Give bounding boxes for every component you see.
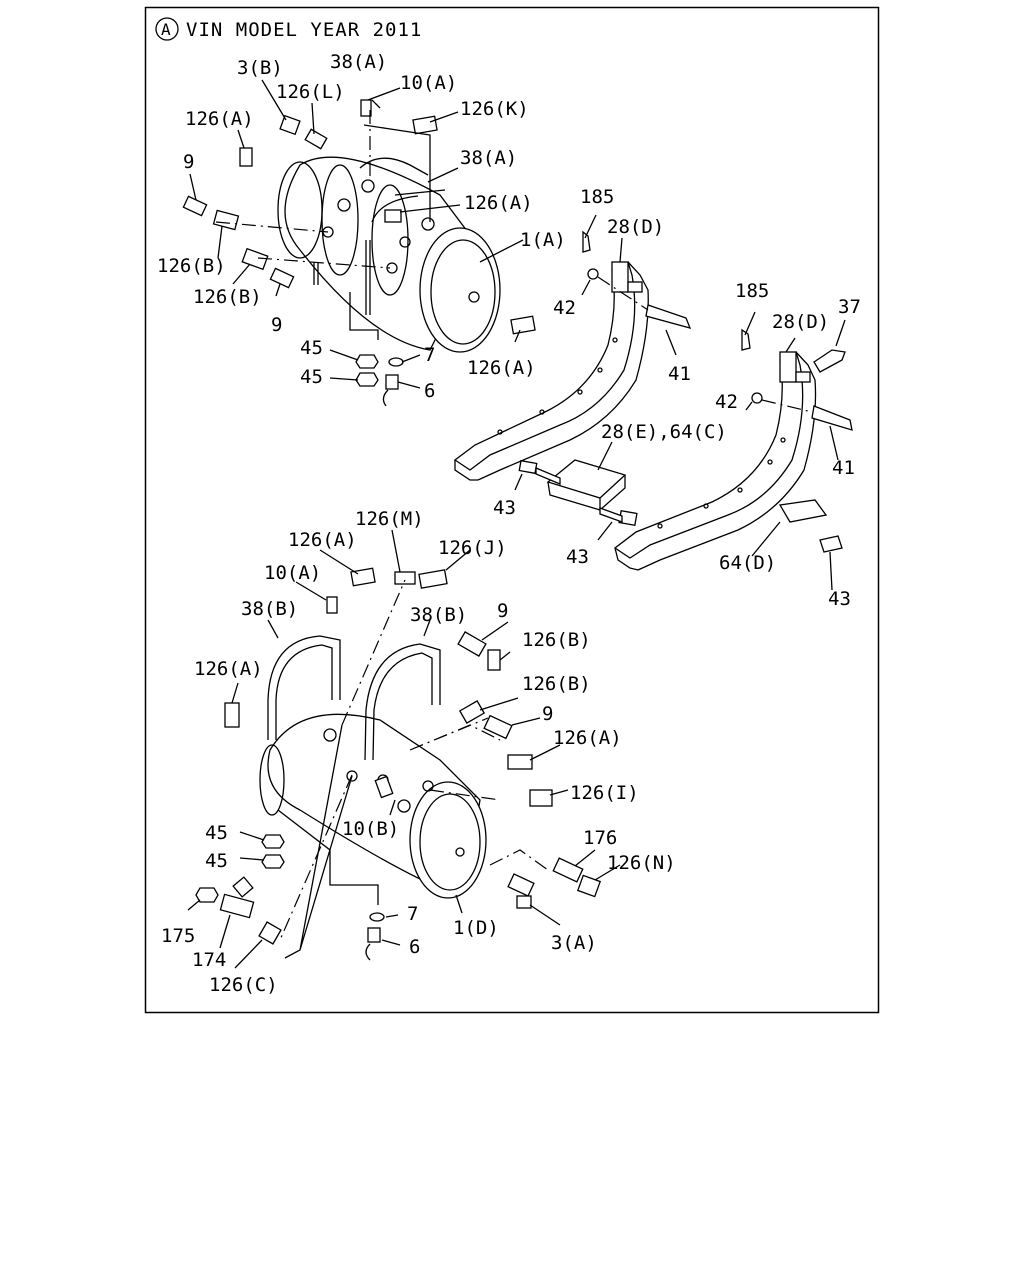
- label-185-2: 185: [735, 280, 769, 302]
- diagram-title: VIN MODEL YEAR 2011: [186, 19, 422, 41]
- label-7-1: 7: [424, 344, 435, 366]
- label-38a-2: 38(A): [460, 147, 517, 169]
- label-126a-1: 126(A): [185, 108, 254, 130]
- label-38b-2: 38(B): [410, 604, 467, 626]
- label-38b-1: 38(B): [241, 598, 298, 620]
- label-41-1: 41: [668, 363, 691, 385]
- label-126n: 126(N): [607, 852, 676, 874]
- label-43-3: 43: [828, 588, 851, 610]
- label-3a: 3(A): [551, 932, 597, 954]
- label-45-3: 45: [205, 822, 228, 844]
- label-45-4: 45: [205, 850, 228, 872]
- label-42-1: 42: [553, 297, 576, 319]
- label-9-1: 9: [183, 151, 194, 173]
- diagram-header: A VIN MODEL YEAR 2011: [155, 17, 422, 41]
- label-126c: 126(C): [209, 974, 278, 996]
- label-9-2: 9: [271, 314, 282, 336]
- label-175: 175: [161, 925, 195, 947]
- label-126b-3: 126(B): [522, 629, 591, 651]
- label-126a-5: 126(A): [194, 658, 263, 680]
- diagram-frame: [144, 6, 880, 1014]
- label-38a-1: 38(A): [330, 51, 387, 73]
- label-43-1: 43: [493, 497, 516, 519]
- label-126j: 126(J): [438, 537, 507, 559]
- label-9-3: 9: [497, 600, 508, 622]
- labels-brackets: 185 28(D) 42 41 185 28(D) 37 42 41 28(E)…: [493, 186, 861, 610]
- label-45-1: 45: [300, 337, 323, 359]
- view-marker-circle: [155, 17, 179, 41]
- label-126a-6: 126(A): [553, 727, 622, 749]
- label-1a: 1(A): [520, 229, 566, 251]
- label-126a-4: 126(A): [288, 529, 357, 551]
- bracket-28d-right: [613, 311, 853, 591]
- label-126k: 126(K): [460, 98, 529, 120]
- bracket-28d-left: [453, 214, 692, 481]
- label-28d-1: 28(D): [607, 216, 664, 238]
- labels-bottom: 126(A) 126(M) 126(J) 10(A) 38(B) 38(B) 9…: [161, 508, 676, 996]
- label-42-2: 42: [715, 391, 738, 413]
- label-28d-2: 28(D): [772, 311, 829, 333]
- label-176: 176: [583, 827, 617, 849]
- label-45-2: 45: [300, 366, 323, 388]
- label-126i: 126(I): [570, 782, 639, 804]
- air-tank-1a: [182, 79, 536, 407]
- label-126l: 126(L): [276, 81, 345, 103]
- label-43-2: 43: [566, 546, 589, 568]
- label-64d: 64(D): [719, 552, 776, 574]
- label-10b: 10(B): [342, 818, 399, 840]
- label-126b-1: 126(B): [157, 255, 226, 277]
- label-28e-64c: 28(E),64(C): [601, 421, 727, 443]
- label-9-4: 9: [542, 703, 553, 725]
- air-tank-1d: [187, 529, 621, 969]
- label-6-2: 6: [409, 936, 420, 958]
- label-126m: 126(M): [355, 508, 424, 530]
- label-7-2: 7: [407, 903, 418, 925]
- label-126b-2: 126(B): [193, 286, 262, 308]
- plate-28e-64c: [514, 441, 638, 541]
- label-37: 37: [838, 296, 861, 318]
- label-10a-1: 10(A): [400, 72, 457, 94]
- label-41-2: 41: [832, 457, 855, 479]
- label-1d: 1(D): [453, 917, 499, 939]
- label-3b: 3(B): [237, 57, 283, 79]
- label-6-1: 6: [424, 380, 435, 402]
- label-126b-4: 126(B): [522, 673, 591, 695]
- label-185-1: 185: [580, 186, 614, 208]
- label-174: 174: [192, 949, 226, 971]
- label-126a-3: 126(A): [467, 357, 536, 379]
- label-126a-2: 126(A): [464, 192, 533, 214]
- view-marker-letter: A: [161, 20, 171, 39]
- label-10a-2: 10(A): [264, 562, 321, 584]
- labels-top: 3(B) 38(A) 126(L) 10(A) 126(A) 126(K) 9 …: [157, 51, 566, 402]
